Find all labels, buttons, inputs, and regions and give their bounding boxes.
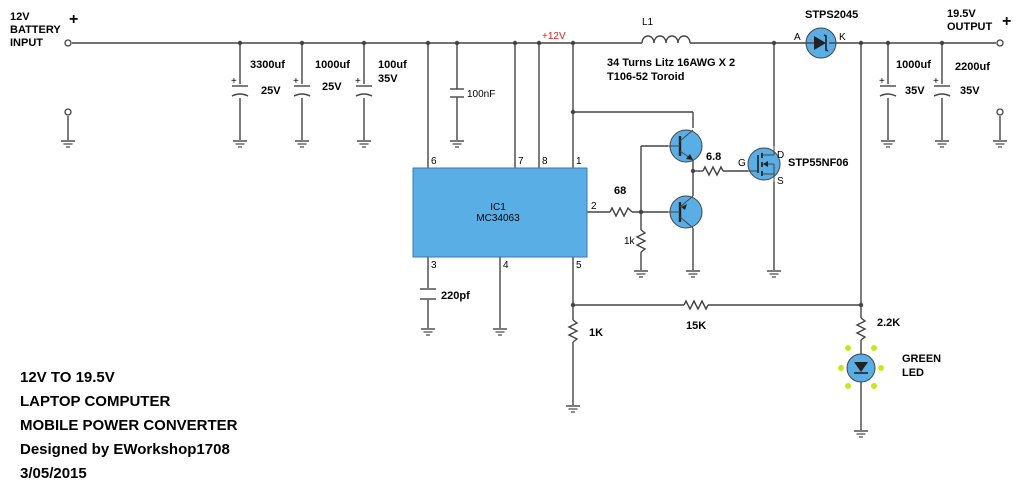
r-pulldown-label: 1k xyxy=(624,236,636,247)
junction-dots xyxy=(237,40,945,308)
capacitor-c7: 220pf xyxy=(420,288,470,302)
inductor-line2: T106-52 Toroid xyxy=(607,71,684,83)
c4-value: 100nF xyxy=(467,89,495,100)
input-terminal: 12V BATTERY INPUT + xyxy=(10,11,78,116)
inductor-line1: 34 Turns Litz 16AWG X 2 xyxy=(607,57,735,69)
ic-pin-6: 6 xyxy=(431,156,437,167)
svg-text:+: + xyxy=(355,76,361,87)
capacitor-c2: + 1000uf 25V xyxy=(293,59,350,97)
inductor-name: L1 xyxy=(642,17,654,28)
resistor-68: 68 xyxy=(609,185,633,218)
c7-value: 220pf xyxy=(441,290,470,302)
c1-voltage: 25V xyxy=(261,85,281,97)
resistor-2.2k: 2.2K xyxy=(855,317,900,341)
resistor-1k-pulldown: 1k xyxy=(624,229,647,253)
r-led-label: 2.2K xyxy=(877,317,900,329)
output-label: OUTPUT xyxy=(947,21,993,33)
svg-text:+: + xyxy=(293,76,299,87)
c1-value: 3300uf xyxy=(250,59,285,71)
c3-value: 100uf xyxy=(378,59,407,71)
pnp-transistor xyxy=(668,195,703,229)
wires xyxy=(67,42,1001,430)
diode-name: STPS2045 xyxy=(805,9,858,21)
input-plus-sign: + xyxy=(69,11,78,28)
input-line2-label: INPUT xyxy=(10,37,43,49)
ic-part: MC34063 xyxy=(476,213,520,224)
resistor-15k: 15K xyxy=(683,299,709,332)
r-feedback-label: 15K xyxy=(686,320,706,332)
ic-pin-8: 8 xyxy=(542,156,548,167)
led-glow xyxy=(838,345,884,389)
input-voltage-label: 12V xyxy=(10,11,30,23)
ic-mc34063: IC1 MC34063 6 7 8 1 2 3 4 5 xyxy=(412,156,597,271)
resistor-gate: 6.8 xyxy=(702,151,724,177)
capacitor-c3: + 100uf 35V xyxy=(355,59,407,97)
mosfet-stp55nf06: STP55NF06 G D S xyxy=(738,146,849,187)
input-line1-label: BATTERY xyxy=(10,24,61,36)
mosfet-drain: D xyxy=(777,150,784,161)
ic-pin-7: 7 xyxy=(518,156,524,167)
npn-transistor xyxy=(668,129,703,163)
led-line1: GREEN xyxy=(902,353,941,365)
inductor-l1: L1 34 Turns Litz 16AWG X 2 T106-52 Toroi… xyxy=(607,17,735,83)
ic-name: IC1 xyxy=(490,202,506,213)
mosfet-name: STP55NF06 xyxy=(788,157,849,169)
diode-anode: A xyxy=(794,32,801,43)
green-led: GREEN LED xyxy=(838,345,941,389)
c3-voltage: 35V xyxy=(378,73,398,85)
title-line4: Designed by EWorkshop1708 xyxy=(20,441,230,458)
c2-value: 1000uf xyxy=(315,59,350,71)
c6-voltage: 35V xyxy=(960,85,980,97)
c2-voltage: 25V xyxy=(322,81,342,93)
capacitor-c6: + 2200uf 35V xyxy=(933,61,990,97)
ic-pin-2: 2 xyxy=(591,201,597,212)
title-line1: 12V TO 19.5V xyxy=(20,369,115,386)
capacitor-c5: + 1000uf 35V xyxy=(879,59,931,97)
c6-value: 2200uf xyxy=(955,61,990,73)
svg-text:+: + xyxy=(231,76,237,87)
c5-voltage: 35V xyxy=(905,85,925,97)
ic-pin-1: 1 xyxy=(576,156,582,167)
c5-value: 1000uf xyxy=(896,59,931,71)
diode-cathode: K xyxy=(839,32,846,43)
mosfet-source: S xyxy=(777,176,784,187)
r-gate-label: 6.8 xyxy=(706,151,721,163)
svg-text:+: + xyxy=(879,76,885,87)
r-bottom-label: 1K xyxy=(589,327,603,339)
r-base-label: 68 xyxy=(614,185,626,197)
ic-pin-4: 4 xyxy=(503,260,509,271)
output-terminal: 19.5V OUTPUT + xyxy=(947,8,1011,116)
capacitor-c4: 100nF xyxy=(450,88,495,100)
title-block: 12V TO 19.5V LAPTOP COMPUTER MOBILE POWE… xyxy=(20,369,238,482)
capacitor-c1: + 3300uf 25V xyxy=(231,59,285,97)
title-line3: MOBILE POWER CONVERTER xyxy=(20,417,238,434)
svg-text:+: + xyxy=(933,76,939,87)
ic-pin-5: 5 xyxy=(576,260,582,271)
ic-pin-3: 3 xyxy=(431,260,437,271)
mosfet-gate: G xyxy=(738,158,746,169)
title-line5: 3/05/2015 xyxy=(20,465,87,482)
rail-label: +12V xyxy=(542,31,566,42)
title-line2: LAPTOP COMPUTER xyxy=(20,393,170,410)
led-line2: LED xyxy=(902,367,924,379)
resistor-1k-bottom: 1K xyxy=(567,319,603,343)
output-plus-sign: + xyxy=(1002,13,1011,30)
schottky-diode: STPS2045 A K xyxy=(794,9,858,59)
output-voltage-label: 19.5V xyxy=(947,8,976,20)
